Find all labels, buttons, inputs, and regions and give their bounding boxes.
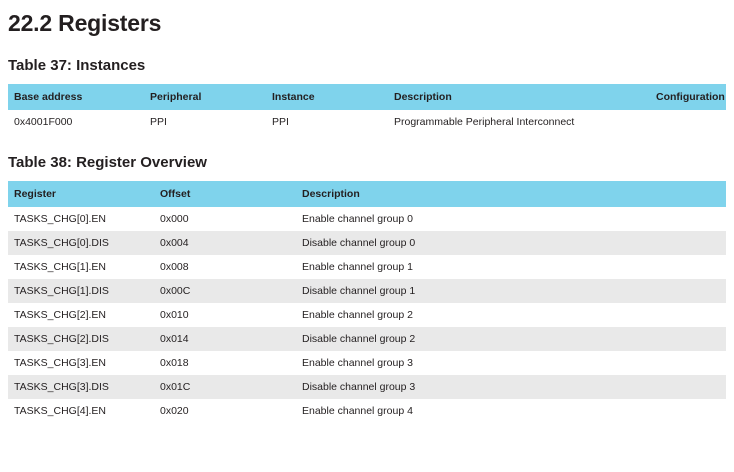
cell-register: TASKS_CHG[4].EN [8, 399, 154, 423]
cell-description: Disable channel group 0 [296, 231, 726, 255]
cell-offset: 0x01C [154, 375, 296, 399]
cell-peripheral: PPI [144, 110, 266, 134]
cell-description: Disable channel group 3 [296, 375, 726, 399]
instances-table: Base address Peripheral Instance Descrip… [8, 84, 726, 134]
column-header-instance: Instance [266, 84, 388, 110]
cell-instance: PPI [266, 110, 388, 134]
cell-offset: 0x010 [154, 303, 296, 327]
cell-description: Enable channel group 1 [296, 255, 726, 279]
registers-table-caption: Table 38: Register Overview [8, 154, 207, 171]
cell-register: TASKS_CHG[1].DIS [8, 279, 154, 303]
instances-table-head: Base address Peripheral Instance Descrip… [8, 84, 726, 110]
cell-description: Disable channel group 2 [296, 327, 726, 351]
cell-offset: 0x000 [154, 207, 296, 231]
cell-configuration [650, 110, 726, 134]
cell-offset: 0x020 [154, 399, 296, 423]
cell-description: Enable channel group 2 [296, 303, 726, 327]
registers-table-head: Register Offset Description [8, 181, 726, 207]
instances-table-body: 0x4001F000 PPI PPI Programmable Peripher… [8, 110, 726, 134]
cell-offset: 0x014 [154, 327, 296, 351]
table-header-row: Base address Peripheral Instance Descrip… [8, 84, 726, 110]
page-title: 22.2 Registers [8, 10, 162, 36]
cell-description: Disable channel group 1 [296, 279, 726, 303]
column-header-description: Description [296, 181, 726, 207]
cell-offset: 0x00C [154, 279, 296, 303]
cell-offset: 0x004 [154, 231, 296, 255]
cell-description: Enable channel group 0 [296, 207, 726, 231]
column-header-description: Description [388, 84, 650, 110]
cell-base-address: 0x4001F000 [8, 110, 144, 134]
cell-description: Programmable Peripheral Interconnect [388, 110, 650, 134]
cell-register: TASKS_CHG[3].EN [8, 351, 154, 375]
column-header-peripheral: Peripheral [144, 84, 266, 110]
column-header-register: Register [8, 181, 154, 207]
instances-table-caption: Table 37: Instances [8, 57, 146, 74]
cell-register: TASKS_CHG[2].DIS [8, 327, 154, 351]
cell-description: Enable channel group 4 [296, 399, 726, 423]
table-header-row: Register Offset Description [8, 181, 726, 207]
column-header-configuration: Configuration [650, 84, 726, 110]
cell-register: TASKS_CHG[0].DIS [8, 231, 154, 255]
cell-offset: 0x018 [154, 351, 296, 375]
column-header-offset: Offset [154, 181, 296, 207]
cell-register: TASKS_CHG[1].EN [8, 255, 154, 279]
cell-register: TASKS_CHG[0].EN [8, 207, 154, 231]
cell-register: TASKS_CHG[2].EN [8, 303, 154, 327]
table-row: 0x4001F000 PPI PPI Programmable Peripher… [8, 110, 726, 134]
cell-description: Enable channel group 3 [296, 351, 726, 375]
cell-register: TASKS_CHG[3].DIS [8, 375, 154, 399]
column-header-base-address: Base address [8, 84, 144, 110]
cell-offset: 0x008 [154, 255, 296, 279]
register-overview-table: Register Offset Description TASKS_CHG[0]… [8, 181, 726, 423]
